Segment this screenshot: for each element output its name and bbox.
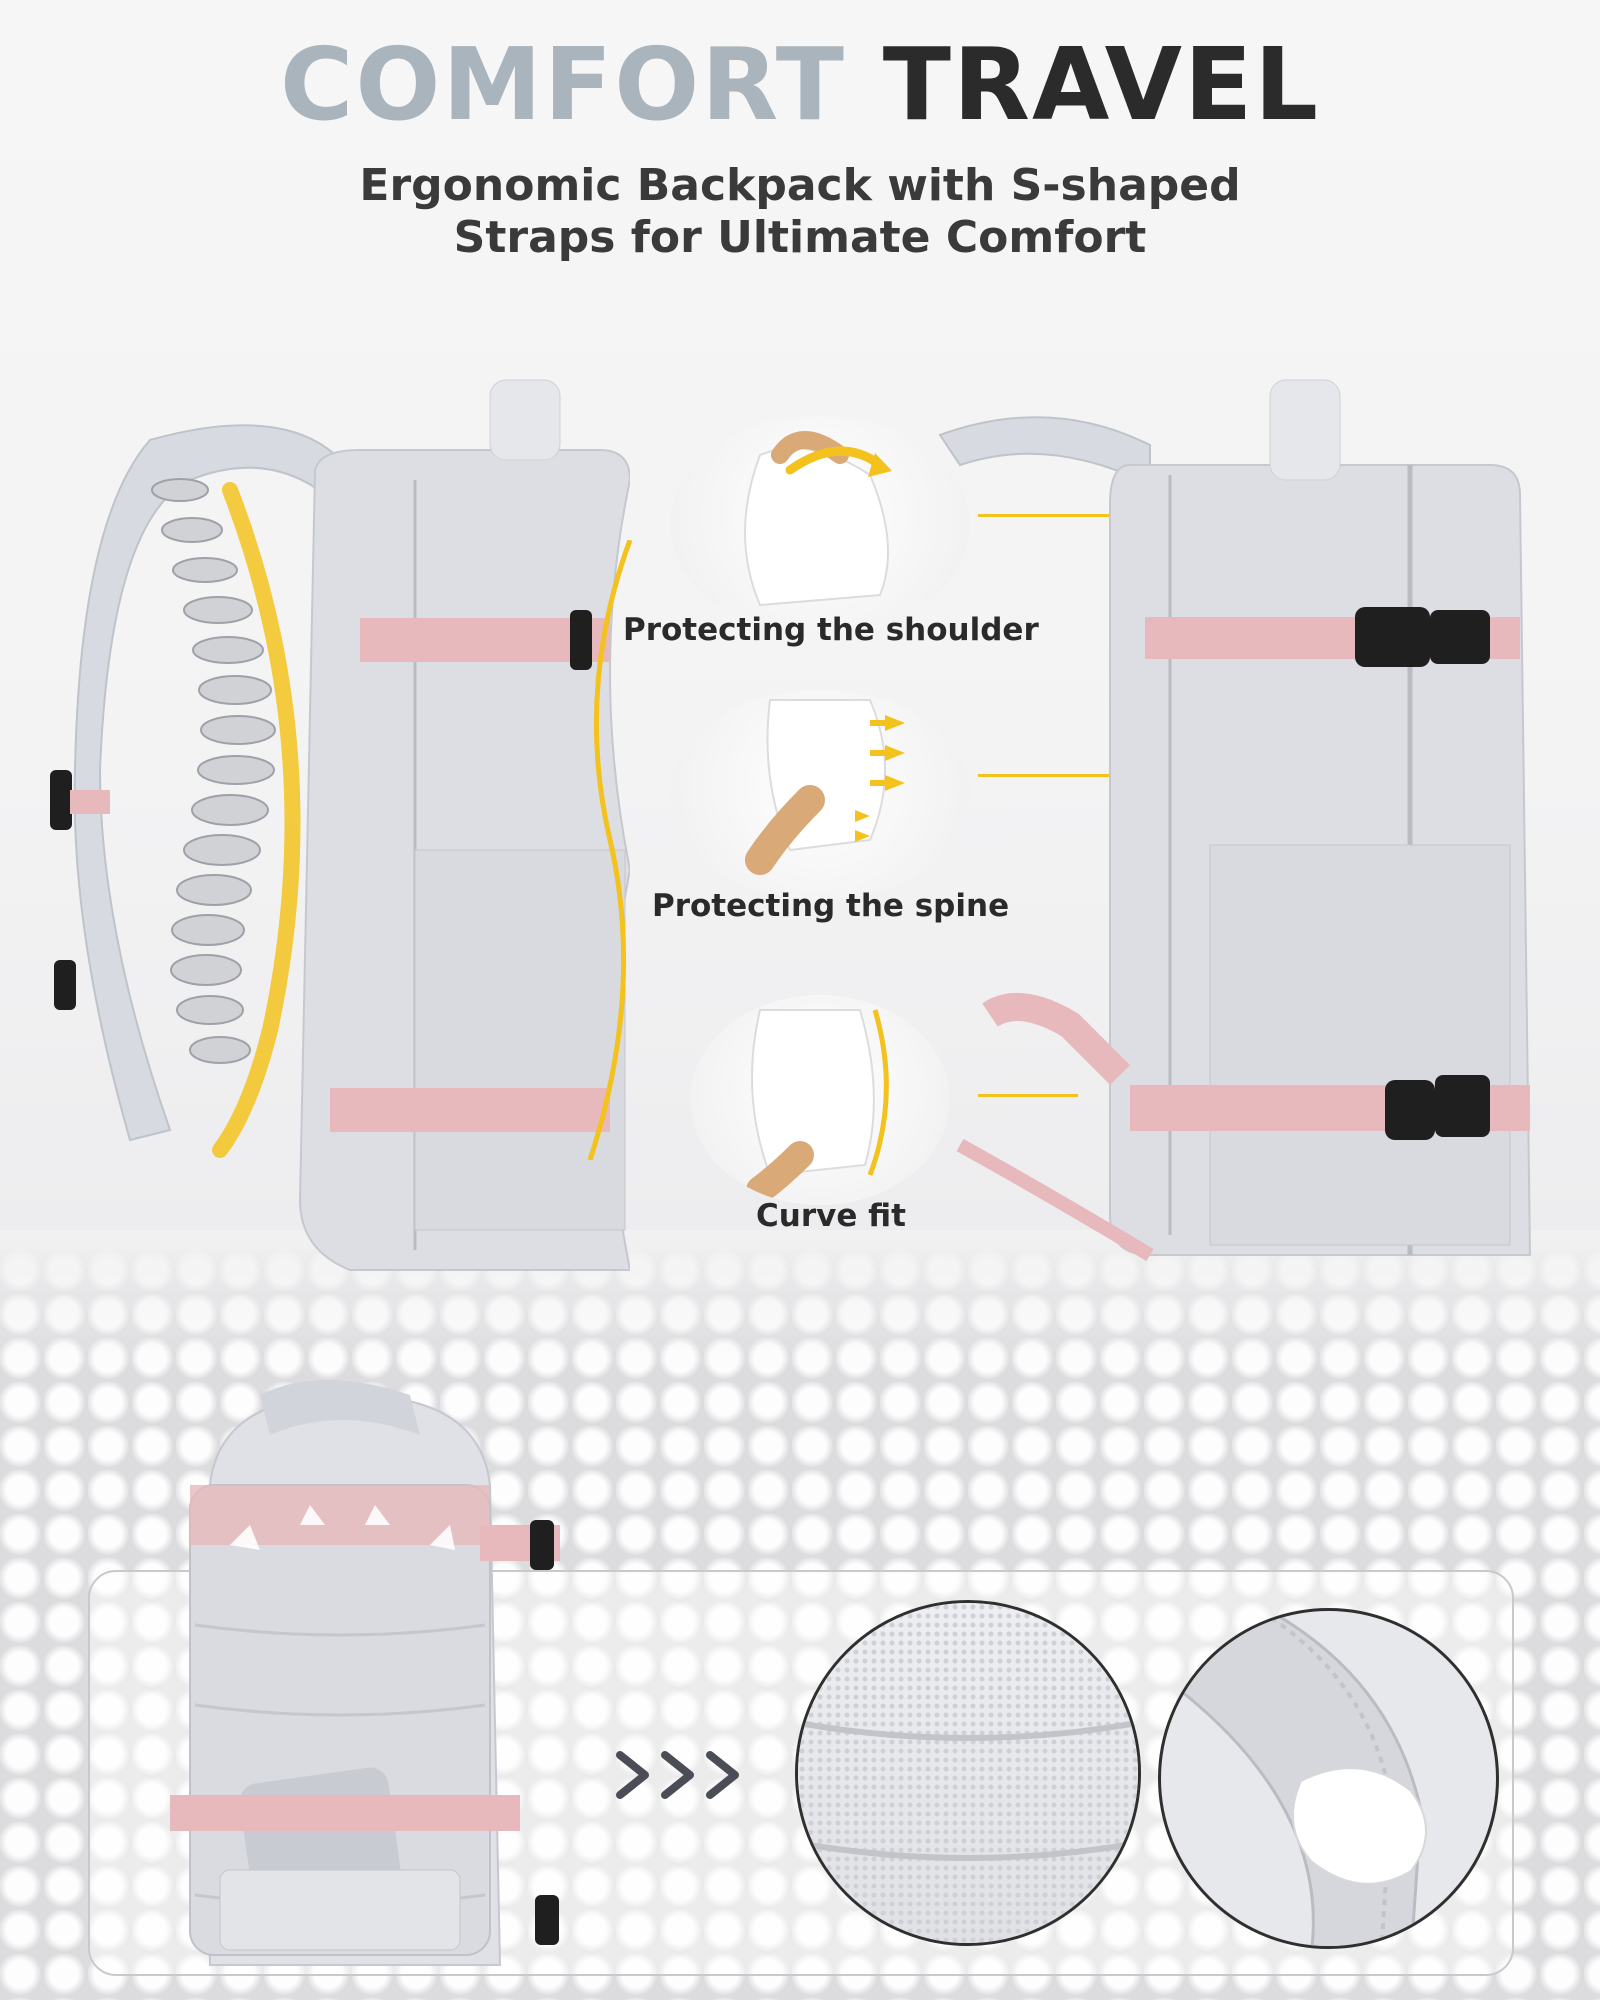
s-curve-divider [587,540,633,1160]
leader-line-shoulder [978,514,1118,517]
feature-shoulder-circle [670,415,970,635]
leader-line-curve [978,1094,1078,1097]
backpack-side-view-with-spine [50,379,630,1271]
triple-chevron-right-icon [616,1751,739,1799]
mesh-seam-lines [798,1720,1138,1861]
mesh-zoom-circle [795,1600,1141,1946]
subtitle-line-1: Ergonomic Backpack with S-shaped [359,160,1241,211]
backpack-back-view [170,1380,560,1966]
shoulder-rotation-icon [744,431,892,607]
page-subtitle: Ergonomic Backpack with S-shaped Straps … [300,160,1300,264]
feature-curve-fit-label: Curve fit [756,1198,906,1234]
subtitle-line-2: Straps for Ultimate Comfort [453,212,1147,263]
feature-spine-circle [670,690,970,900]
feature-shoulder-label: Protecting the shoulder [623,612,1039,648]
feature-spine-label: Protecting the spine [652,888,1010,924]
padded-strap-detail [1178,1611,1427,1946]
title-travel: TRAVEL [882,26,1321,143]
curve-fit-icon [746,1009,889,1204]
feature-curve-fit-circle [690,995,950,1205]
backpack-side-view [938,379,1532,1262]
spine-arrows-icon [745,699,905,875]
title-comfort: COMFORT [279,26,846,143]
strap-zoom-circle [1158,1608,1499,1949]
leader-line-spine [978,774,1118,777]
breathable-mesh-detail [798,1603,1138,1943]
page-title: COMFORT TRAVEL [0,30,1600,140]
